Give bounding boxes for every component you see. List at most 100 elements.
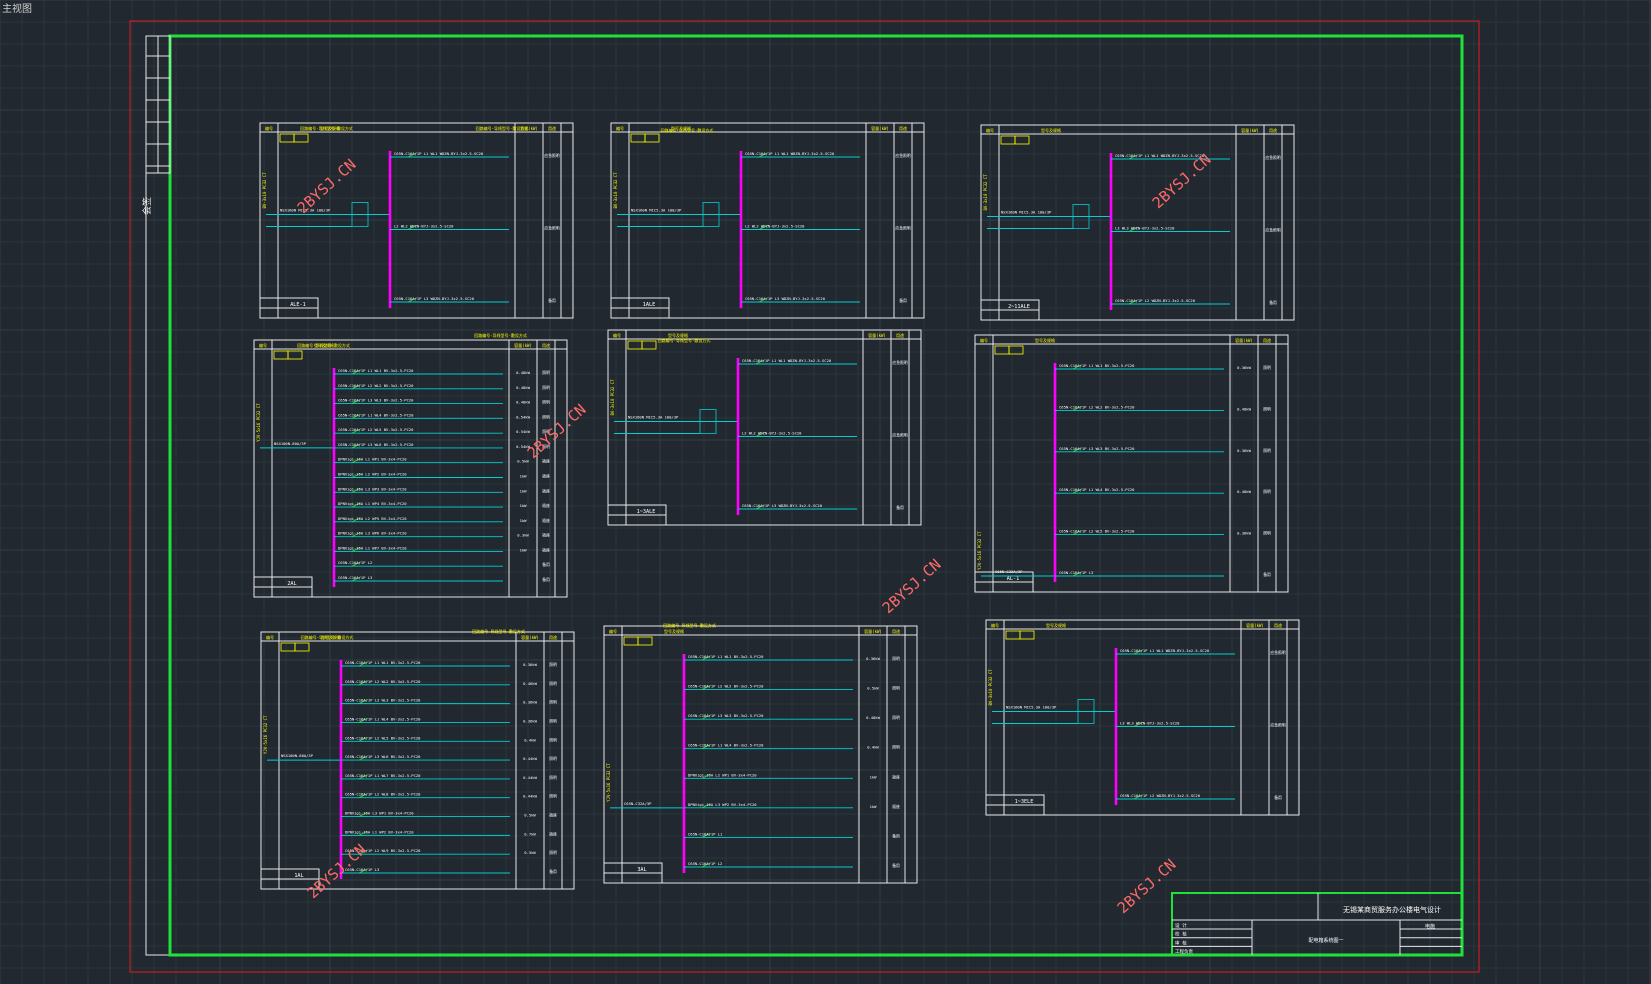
circuit-usage: 照明 [549,700,557,705]
header-capacity: 容量(kW) [1246,622,1264,628]
circuit-usage: 照明 [892,745,900,750]
header-capacity: 容量(kW) [1241,127,1259,133]
spec-subtable [279,133,295,143]
view-tab-label[interactable]: 主视图 [2,4,32,15]
breaker-symbol [755,359,765,365]
circuit-label: DPNVigi-16A L3 WP2 BV-3x4-PC20 [688,802,757,807]
circuit-label: C65N-C16A/1P L1 WL4 BV-3x2.5-PC20 [345,716,421,721]
header-code: 编号 [986,127,994,133]
circuit-label: C65N-C16A/1P L2 WL9 BV-3x2.5-PC20 [345,848,421,853]
circuit-usage: 照明 [542,385,550,390]
circuit-label: L3 WL3 WDZN-BYJ-3x2.5-SC20 [1120,721,1180,726]
panel-frame [253,339,568,598]
circuit-usage: 照明 [892,656,900,661]
main-breaker: NSX160N MIC5.3A 100/3P [1001,210,1052,215]
breaker-symbol [701,714,711,720]
circuit-capacity: 1kW [520,488,528,493]
circuit-capacity: 0.36kW [523,662,537,667]
header-circuit: 回路编号-导线型号-敷设方式 [658,337,711,343]
feeder-cable: YJV-5x16 PC32 CT [256,403,261,442]
feeder-cable: BV-3x10 PC32 CT [262,172,267,209]
circuit-usage: 插座 [892,774,900,779]
breaker-symbol [1072,405,1082,411]
header-capacity: 容量(kW) [868,332,886,338]
breaker-symbol [358,680,368,686]
circuit-capacity: 1kW [520,503,528,508]
panel-frame [260,631,575,890]
circuit-usage: 插座 [542,474,550,479]
breaker-symbol [1072,530,1082,536]
circuit-label: C65N-C16A/1P L1 WL1 WDZN-BYJ-3x2.5-SC20 [745,151,835,156]
circuit-usage: 照明 [549,681,557,686]
outer-red-border [129,20,1480,973]
circuit-label: L2 WL2 WDZN-BYJ-3x2.5-SC20 [742,431,802,436]
feeder-cable: YJV-5x16 PC32 CT [263,715,268,754]
panel-8: 编号型号及规格回路编号-导线型号-敷设方式容量(kW)用途3ALYJV-5x16… [472,625,918,884]
circuit-capacity: 1kW [520,547,528,552]
circuit-usage: 照明 [549,756,557,761]
spec-subtable [994,345,1010,355]
circuit-label: DPNVigi-16A L2 WP2 BV-3x4-PC20 [338,472,407,477]
header-usage: 用途 [1269,127,1277,133]
circuit-usage: 备用 [896,505,904,510]
circuit-label: C65N-C16A/1P L2 WL5 BV-3x2.5-PC20 [1059,529,1135,534]
circuit-usage: 应急照明 [1270,650,1285,655]
header-spec: 型号及规格 [320,125,340,131]
breaker-symbol [351,473,361,478]
circuit-usage: 插座 [549,813,557,818]
circuit-capacity: 0.36kW [866,656,880,661]
breaker-symbol [407,225,417,230]
watermark: 2BYSJ.CN [879,555,945,617]
circuit-usage: 照明 [542,444,550,449]
circuit-label: C65N-C16A/1P L1 WL1 BV-3x2.5-PC20 [345,660,421,665]
circuit-label: C65N-C16A/1P L1 WL7 BV-3x2.5-PC20 [345,773,421,778]
header-circuit: 回路编号-导线型号-敷设方式 [663,622,716,628]
main-breaker: NSX160N MIC5.3A 100/3P [628,415,679,420]
feeder-cable: YJV-5x16 PC32 CT [606,763,611,802]
breaker-symbol [1072,488,1082,494]
circuit-capacity: 0.7kW [524,831,536,836]
circuit-capacity: 0.36kW [1237,531,1251,536]
circuit-label: DPNVigi-16A L3 WP3 BV-3x4-PC20 [338,486,407,491]
header-usage: 用途 [1274,622,1282,628]
header-capacity: 容量(kW) [1235,337,1253,343]
breaker-symbol [1128,154,1138,160]
header-spec: 型号及规格 [664,628,684,634]
circuit-capacity: 0.48kW [516,400,530,405]
breaker-symbol [358,849,368,855]
circuit-capacity: 0.48kW [1237,489,1251,494]
header-spec: 型号及规格 [314,342,334,348]
watermark: 2BYSJ.CN [1149,150,1215,212]
circuit-usage: 照明 [542,429,550,434]
breaker-symbol [701,803,711,809]
header-usage: 用途 [548,125,556,131]
circuit-label: DPNVigi-16A L2 WP1 BV-3x4-PC20 [688,772,757,777]
ats-symbol [1077,699,1095,724]
circuit-usage: 照明 [892,686,900,691]
spec-subtable [1019,630,1035,640]
main-breaker: NSX160N MIC5.3A 100/3P [280,208,331,213]
header-usage: 用途 [892,628,900,634]
breaker-symbol [1072,364,1082,370]
header-capacity: 容量(kW) [521,634,539,640]
breaker-symbol [351,384,361,390]
circuit-usage: 照明 [892,715,900,720]
circuit-usage: 照明 [549,662,557,667]
breaker-symbol [358,755,368,761]
panel-2: 编号型号及规格回路编号-导线型号-敷设方式容量(kW)用途1ALEBV-3x10… [476,122,925,319]
header-circuit: 回路编号-导线型号-敷设方式 [661,127,714,133]
circuit-label: DPNVigi-16A L2 WP5 BV-3x4-PC20 [338,516,407,521]
breaker-symbol [1072,571,1082,577]
main-breaker: C65N-C32A/3P [995,569,1023,574]
breaker-symbol [407,152,417,158]
circuit-label: C65N-C16A/1P L1 WL1 WDZN-BYJ-3x2.5-SC20 [1120,648,1210,653]
circuit-label: C65N-C16A/1P L2 WL8 BV-3x2.5-PC20 [345,792,421,797]
circuit-label: C65N-C16A/1P L3 [1059,570,1093,575]
binding-strip: 会签 [141,35,171,215]
panel-name: AL-1 [1007,576,1020,582]
header-code: 编号 [259,342,267,348]
circuit-label: C65N-C16A/1P L1 WL1 WDZN-BYJ-3x2.5-SC20 [394,151,484,156]
circuit-capacity: 0.4kW [524,737,536,742]
breaker-symbol [1072,447,1082,453]
